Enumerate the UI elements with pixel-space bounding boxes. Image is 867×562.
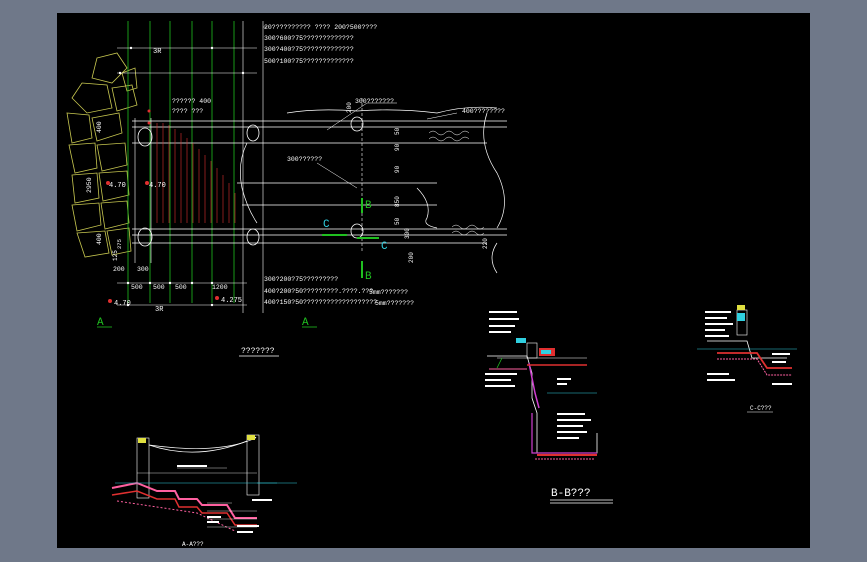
note-mid2: ???? ??? [172,108,203,115]
drawing-canvas[interactable]: 20?????????? ???? 200?500???? 300?600?75… [57,13,810,548]
dim-bottom-4: 1200 [212,284,228,291]
section-a-right: A [302,317,309,329]
dim-left-400b: 400 [96,233,103,245]
dim-right-8: 200 [408,252,415,263]
channel-walls [132,120,507,244]
plan-note-top-2: 300?600?75????????????? [264,35,354,42]
dim-bottom-3: 500 [175,284,187,291]
elevation-markers [106,109,219,303]
dim-left-125: 125 [112,250,119,261]
dim-right-5: 850 [394,196,401,207]
dim-right-4: 90 [394,165,401,173]
elev-bottom-right: 4.275 [221,297,242,305]
post-circles [137,116,364,247]
note-400-wide: 400???????? [462,108,505,115]
note-mid: ?????? 400 [172,98,211,105]
note-5mm-2: 5mm??????? [375,300,414,307]
section-c-title: C-C??? [750,405,772,412]
note-5mm-1: 5mm??????? [369,289,408,296]
dim-bottom-2: 500 [153,284,165,291]
section-b-detail: B-B??? [485,311,613,504]
section-b-title: B-B??? [551,488,591,500]
dim-right-7: 300 [404,228,411,239]
plan-annotations: 20?????????? ???? 200?500???? 300?600?75… [86,24,505,314]
section-a-detail: A-A??? [111,434,297,548]
elev-left: 4.70 [109,182,126,190]
section-c-detail: C-C??? [697,305,797,413]
dim-right-6: 50 [394,217,401,225]
dim-bottom-1: 500 [131,284,143,291]
dim-3r-bottom: 3R [155,306,164,314]
plan-note-bottom-2: 400?200?50?????????.????.??? [264,288,373,295]
cad-drawing: 20?????????? ???? 200?500???? 300?600?75… [66,21,797,548]
elev-bottom-left: 4.70 [114,300,131,308]
plan-note-top-1: 20?????????? ???? 200?500???? [264,24,377,31]
dim-left-2950: 2950 [86,177,93,193]
stair-hatch [156,123,236,223]
dim-right-1: 200 [346,102,353,113]
dim-right-2: 50 [394,127,401,135]
section-c-left: C [323,219,330,231]
section-b-top: B [365,200,372,212]
plan-view [66,21,507,313]
dim-3r-top: 3R [153,48,162,56]
column-grid [127,21,235,303]
section-a-title: A-A??? [182,541,204,548]
dim-small-200: 200 [113,266,125,273]
plan-note-bottom-1: 300?200?75????????? [264,276,338,283]
section-a-left: A [97,317,104,329]
note-300-wide: 300??????? [355,98,394,105]
rock-boundary-left [66,52,138,258]
dimension-ticks [118,46,245,307]
elev-mid: 4.70 [149,182,166,190]
plan-note-top-4: 500?100?75????????????? [264,58,354,65]
section-c-right: C [381,241,388,253]
stream-outline [240,106,505,274]
dim-left-400: 400 [96,121,103,133]
note-300-pipe: 300?????? [287,156,322,163]
section-markers: A A B B C C [97,200,388,329]
section-b-bottom: B [365,271,372,283]
dim-right-3: 90 [394,143,401,151]
leader-lines [263,26,458,189]
plan-note-bottom-3: 400?150?50??????????????????? [264,299,377,306]
gravel-texture [428,130,485,236]
dim-right-9: 220 [482,238,489,249]
plan-title: ??????? [241,347,275,356]
plan-note-top-3: 300?400?75????????????? [264,46,354,53]
dim-small-275: 275 [116,239,123,249]
dim-small-300: 300 [137,266,149,273]
